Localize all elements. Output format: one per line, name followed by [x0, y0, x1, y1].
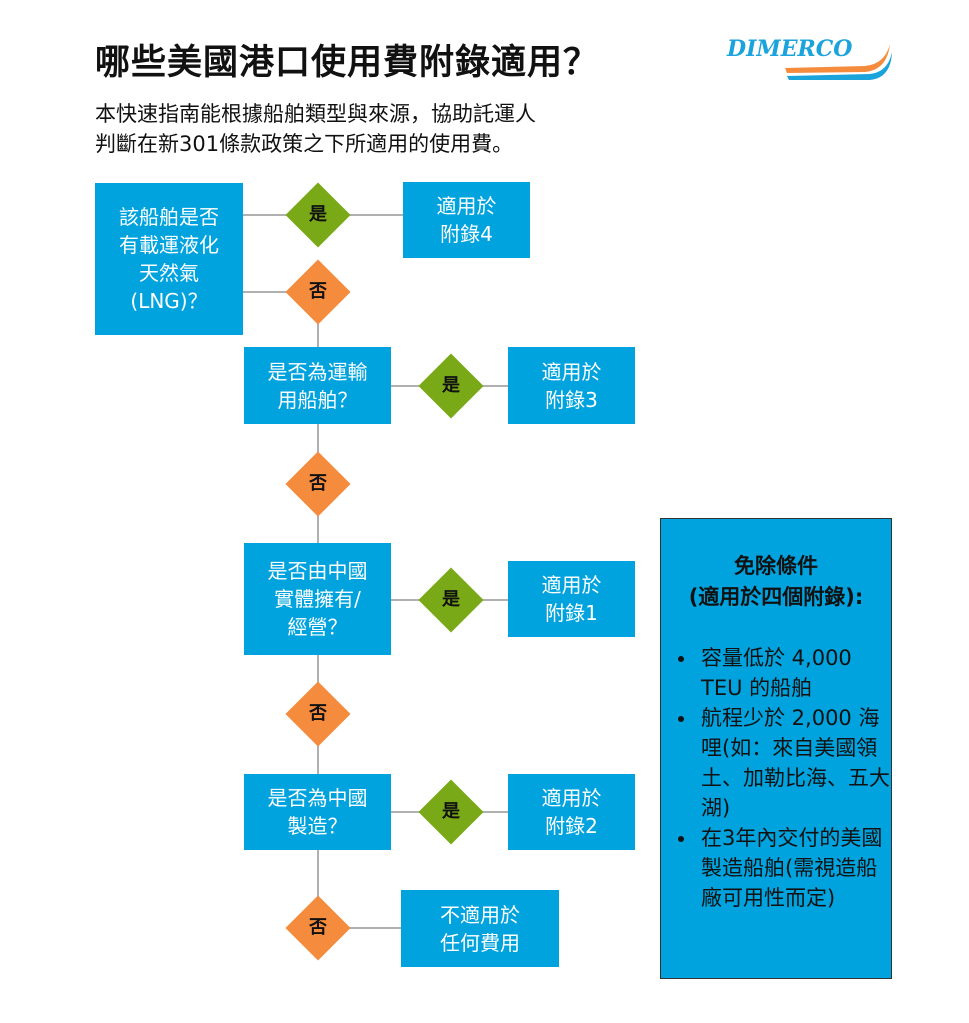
exemptions-title: 免除條件 (適用於四個附錄):	[661, 551, 891, 613]
connector	[317, 850, 319, 928]
subtitle-line: 本快速指南能根據船舶類型與來源，協助託運人	[95, 102, 536, 126]
question-chinese-owned: 是否由中國 實體擁有/ 經營？	[244, 543, 391, 655]
box-line: 製造？	[287, 814, 348, 838]
exemption-item: 容量低於 4,000 TEU 的船舶	[697, 643, 891, 703]
box-line: 任何費用	[440, 930, 520, 955]
yes-label: 是	[442, 801, 460, 822]
result-no-fees: 不適用於 任何費用	[401, 890, 559, 967]
result-annex-4: 適用於 附錄4	[403, 182, 530, 258]
exemptions-panel: 免除條件 (適用於四個附錄): 容量低於 4,000 TEU 的船舶 航程少於 …	[660, 518, 892, 979]
result-annex-3: 適用於 附錄3	[508, 347, 635, 424]
result-annex-2: 適用於 附錄2	[508, 774, 635, 850]
connector	[243, 291, 318, 293]
box-line: 附錄4	[440, 222, 493, 246]
page-title: 哪些美國港口使用費附錄適用？	[95, 43, 600, 83]
box-line: 適用於	[436, 194, 497, 218]
dimerco-logo: DIMERCO	[726, 36, 892, 80]
box-line: 適用於	[541, 786, 602, 810]
yes-label: 是	[442, 375, 460, 396]
box-line: (LNG)？	[130, 289, 208, 313]
svg-text:DIMERCO: DIMERCO	[726, 36, 852, 62]
yes-label: 是	[442, 589, 460, 610]
no-label: 否	[309, 917, 327, 938]
subtitle-line: 判斷在新301條款政策之下所適用的使用費。	[95, 132, 514, 156]
exemptions-list: 容量低於 4,000 TEU 的船舶 航程少於 2,000 海哩(如：來自美國領…	[661, 643, 891, 913]
box-line: 該船舶是否	[119, 205, 219, 229]
box-line: 有載運液化	[119, 233, 219, 257]
box-line: 適用於	[541, 573, 602, 597]
box-line: 附錄2	[545, 814, 598, 838]
exemptions-title-line: 免除條件	[734, 554, 818, 578]
exemptions-title-line: (適用於四個附錄):	[688, 585, 864, 609]
box-line: 附錄1	[545, 601, 598, 625]
box-line: 天然氣	[139, 261, 199, 285]
box-line: 經營？	[287, 615, 348, 639]
question-lng: 該船舶是否 有載運液化 天然氣 (LNG)？	[95, 183, 243, 335]
connector	[318, 927, 401, 929]
no-label: 否	[309, 281, 327, 302]
box-line: 附錄3	[545, 387, 598, 412]
exemption-item: 航程少於 2,000 海哩(如：來自美國領土、加勒比海、五大湖)	[697, 703, 891, 823]
box-line: 適用於	[541, 359, 602, 384]
box-line: 是否為運輸	[267, 359, 368, 384]
box-line: 不適用於	[440, 902, 520, 927]
no-label: 否	[309, 703, 327, 724]
no-label: 否	[309, 473, 327, 494]
box-line: 用船舶？	[277, 387, 358, 412]
result-annex-1: 適用於 附錄1	[508, 561, 635, 637]
question-chinese-built: 是否為中國 製造？	[244, 774, 391, 850]
yes-label: 是	[309, 204, 327, 225]
box-line: 是否由中國	[267, 559, 368, 583]
exemption-item: 在3年內交付的美國製造船舶(需視造船廠可用性而定)	[697, 823, 891, 913]
question-transport: 是否為運輸 用船舶？	[244, 347, 391, 424]
box-line: 是否為中國	[267, 786, 368, 810]
box-line: 實體擁有/	[274, 587, 361, 611]
